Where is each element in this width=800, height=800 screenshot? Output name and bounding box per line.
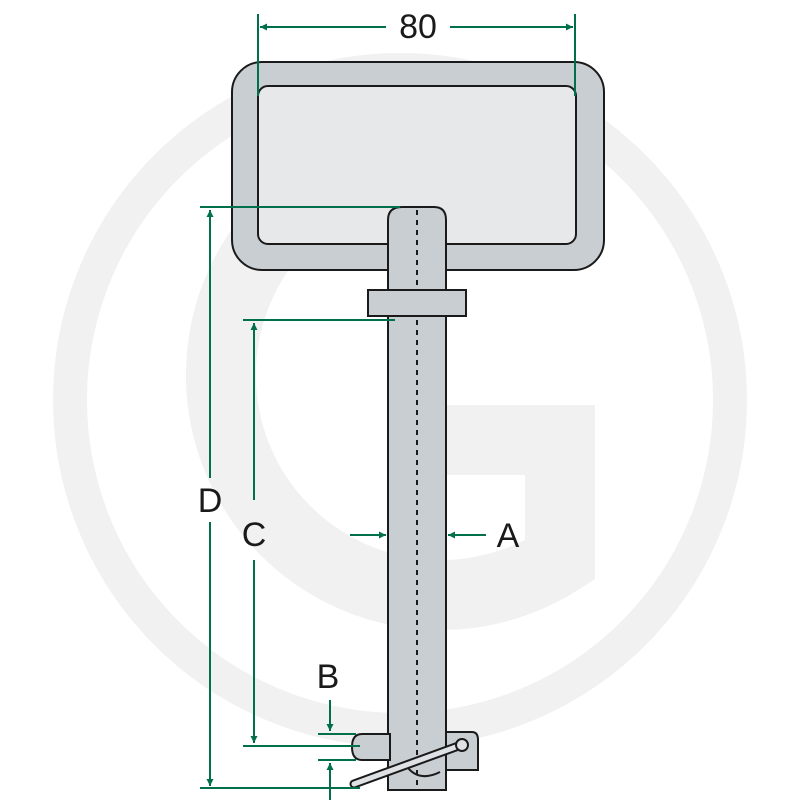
dimension-c xyxy=(243,319,395,747)
dimension-d-label: D xyxy=(198,482,223,520)
pin-collar xyxy=(367,289,467,317)
cross-hole-lug xyxy=(350,733,391,761)
dimension-c-label: C xyxy=(242,516,267,554)
dimension-d xyxy=(200,206,400,789)
dimension-a-label: A xyxy=(497,517,520,555)
dimension-width xyxy=(257,14,576,96)
linch-clip xyxy=(349,738,469,789)
pin-shaft xyxy=(387,206,447,791)
dimension-b-label: B xyxy=(317,658,340,696)
dimension-b xyxy=(318,700,356,800)
dimension-width-label: 80 xyxy=(399,8,437,46)
